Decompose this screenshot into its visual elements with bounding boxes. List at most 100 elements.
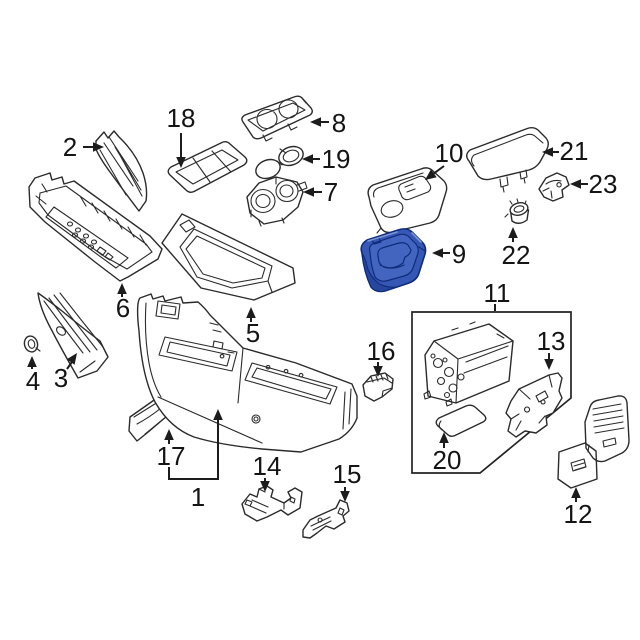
part-label-18[interactable]: 18 — [167, 103, 196, 168]
part-19-insert-ring — [282, 149, 300, 163]
part-label-9[interactable]: 9 — [432, 239, 466, 269]
part-8-cupholder-trim[interactable] — [241, 95, 313, 142]
part-9-floor-details — [371, 237, 426, 269]
part-label-11[interactable]: 11 — [484, 278, 511, 311]
part-label-23[interactable]: 23 — [570, 169, 617, 199]
arrowhead — [164, 429, 174, 440]
part-number-text: 15 — [333, 459, 362, 489]
part-number-text: 23 — [589, 169, 618, 199]
part-21-outline — [466, 127, 549, 181]
part-label-2[interactable]: 2 — [63, 132, 104, 162]
part-number-text: 19 — [322, 144, 351, 174]
leader-line — [168, 415, 219, 480]
part-11-audio-unit[interactable] — [423, 321, 514, 407]
part-label-17[interactable]: 17 — [157, 429, 186, 471]
part-6-console-under-tray[interactable] — [28, 172, 163, 282]
part-number-text: 7 — [324, 177, 338, 207]
arrowhead — [571, 487, 581, 498]
part-label-4[interactable]: 4 — [26, 356, 40, 396]
part-10-shifter-finish-panel[interactable] — [367, 167, 448, 234]
part-19-details — [276, 148, 287, 166]
part-6-details — [35, 183, 153, 270]
part-5-console-top-trim[interactable] — [161, 213, 296, 301]
part-13-details — [510, 374, 553, 431]
part-2-details — [99, 136, 143, 197]
part-19-insert-lower — [255, 158, 281, 180]
arrowhead — [213, 409, 223, 420]
part-21-armrest-lid[interactable] — [466, 127, 549, 193]
part-13-mount-bracket[interactable] — [505, 372, 563, 438]
part-9-console-bin-highlighted[interactable] — [360, 228, 427, 293]
part-12-details — [570, 403, 625, 472]
arrowhead — [570, 179, 581, 189]
part-label-14[interactable]: 14 — [253, 451, 282, 492]
part-11-unit-details — [423, 321, 514, 407]
part-number-text: 8 — [332, 108, 346, 138]
part-16-small-bracket[interactable] — [362, 372, 394, 402]
part-2-front-side-trim[interactable] — [95, 130, 148, 212]
part-3-handle-hole — [56, 326, 66, 336]
arrowhead — [302, 154, 313, 164]
part-label-8[interactable]: 8 — [310, 108, 346, 138]
part-number-text: 18 — [167, 103, 196, 133]
arrowhead — [508, 227, 518, 238]
part-label-21[interactable]: 21 — [542, 136, 588, 166]
part-12-rear-vent-panel[interactable] — [557, 395, 630, 489]
arrowhead — [542, 147, 553, 157]
part-12-outline — [557, 395, 630, 489]
part-22-top — [509, 202, 529, 216]
part-label-7[interactable]: 7 — [303, 177, 338, 207]
part-18-console-mat[interactable] — [167, 141, 248, 193]
part-label-16[interactable]: 16 — [367, 336, 396, 377]
part-9-shaded-face — [361, 252, 397, 293]
part-14-front-bracket[interactable] — [241, 485, 303, 522]
part-label-22[interactable]: 22 — [502, 227, 531, 270]
part-7-cupholder-unit[interactable] — [246, 176, 308, 227]
part-21-details — [470, 133, 544, 193]
part-number-text: 22 — [502, 240, 531, 270]
part-label-15[interactable]: 15 — [333, 459, 362, 502]
parts-layer — [23, 95, 630, 539]
part-number-text: 17 — [157, 441, 186, 471]
part-3-side-panel[interactable] — [37, 292, 109, 379]
arrowhead — [303, 187, 314, 197]
arrowhead — [373, 366, 383, 377]
part-19-cupholder-inserts[interactable] — [253, 143, 306, 181]
part-22-lid-latch[interactable] — [504, 198, 530, 224]
part-9-rim-highlight — [367, 231, 422, 243]
part-label-6[interactable]: 6 — [116, 283, 130, 323]
part-18-outline — [167, 141, 248, 193]
arrowhead — [439, 432, 449, 443]
part-number-text: 5 — [246, 318, 260, 348]
part-number-text: 10 — [435, 138, 464, 168]
part-5-details — [179, 219, 273, 293]
arrowhead — [117, 283, 127, 294]
part-label-12[interactable]: 12 — [564, 487, 593, 529]
arrowhead — [93, 142, 104, 152]
part-20-adhesive-pad[interactable] — [435, 404, 487, 437]
part-1-console-body[interactable] — [136, 293, 358, 453]
part-4-details — [35, 347, 41, 352]
part-label-13[interactable]: 13 — [537, 326, 566, 370]
arrowhead — [246, 307, 256, 318]
part-4-grommet[interactable] — [23, 335, 41, 354]
arrowhead — [310, 117, 321, 127]
part-label-10[interactable]: 10 — [425, 138, 463, 180]
part-label-20[interactable]: 20 — [433, 432, 462, 475]
part-label-1[interactable]: 1 — [168, 409, 223, 512]
arrowhead — [27, 356, 37, 367]
part-3-outline — [37, 292, 109, 379]
part-label-3[interactable]: 3 — [54, 353, 77, 393]
part-1-details — [144, 300, 352, 444]
part-22-top-inner — [513, 205, 525, 213]
part-9-inner-rim — [368, 233, 419, 282]
part-23-hinge-cover[interactable] — [538, 172, 570, 202]
part-number-text: 16 — [367, 336, 396, 366]
part-label-19[interactable]: 19 — [302, 144, 350, 174]
part-3-details — [43, 292, 104, 373]
part-15-rear-bracket[interactable] — [302, 499, 350, 539]
arrowhead — [425, 169, 437, 180]
part-label-5[interactable]: 5 — [246, 307, 260, 348]
part-11-unit-outline — [424, 323, 514, 404]
